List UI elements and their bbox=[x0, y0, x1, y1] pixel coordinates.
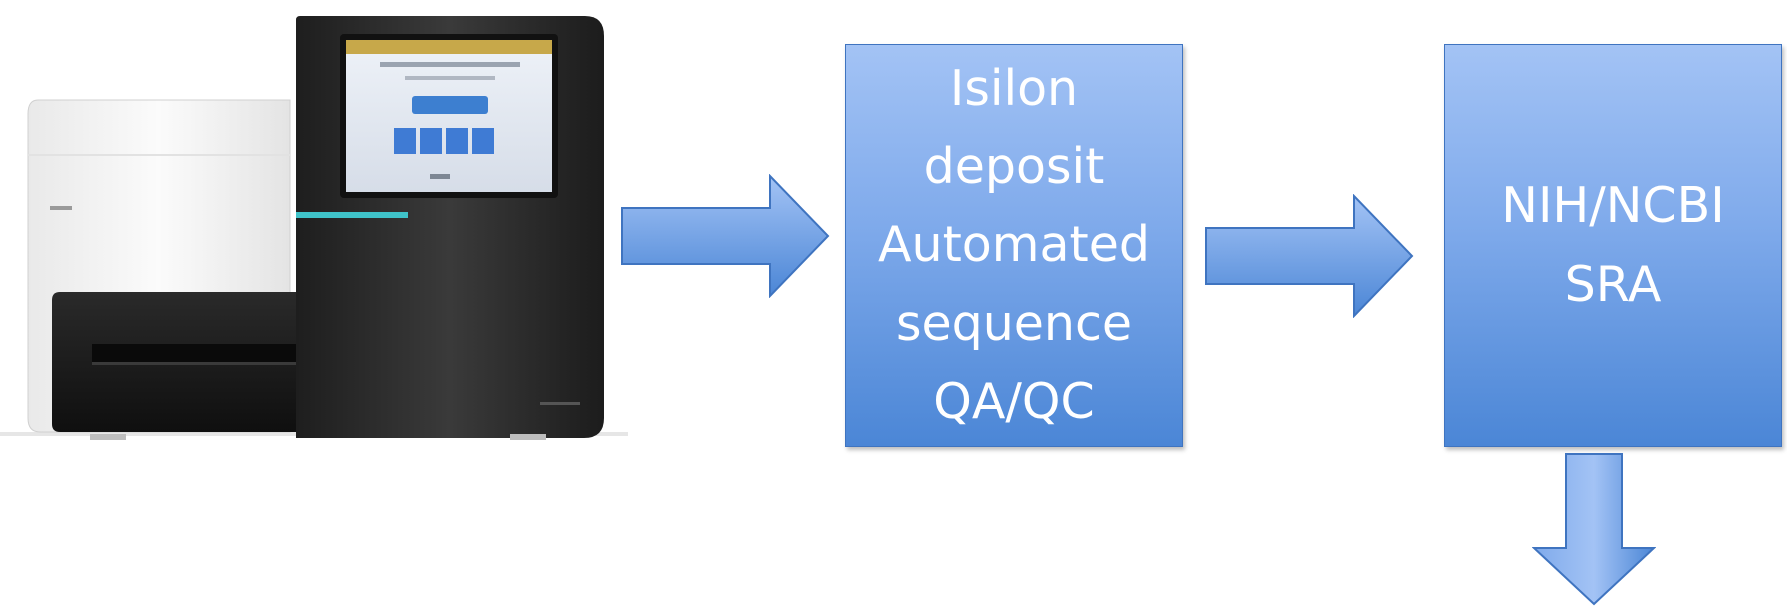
sra-box-line-2: SRA bbox=[1564, 255, 1662, 313]
right-arrow-icon bbox=[620, 174, 832, 298]
isilon-box-line-5: QA/QC bbox=[933, 373, 1095, 431]
isilon-box-line-2: deposit bbox=[923, 137, 1105, 195]
sra-box-line-1: NIH/NCBI bbox=[1501, 177, 1725, 235]
isilon-box-line-1: Isilon bbox=[949, 59, 1079, 117]
ncbi-sra-box: NIH/NCBI SRA bbox=[1444, 44, 1782, 447]
down-arrow-icon bbox=[1532, 452, 1656, 606]
sequencer-instrument-image bbox=[0, 16, 628, 440]
isilon-qaqc-box: Isilon deposit Automated sequence QA/QC bbox=[845, 44, 1183, 447]
isilon-box-line-3: Automated bbox=[878, 216, 1150, 274]
right-arrow-icon bbox=[1204, 194, 1416, 318]
isilon-box-line-4: sequence bbox=[895, 294, 1133, 352]
